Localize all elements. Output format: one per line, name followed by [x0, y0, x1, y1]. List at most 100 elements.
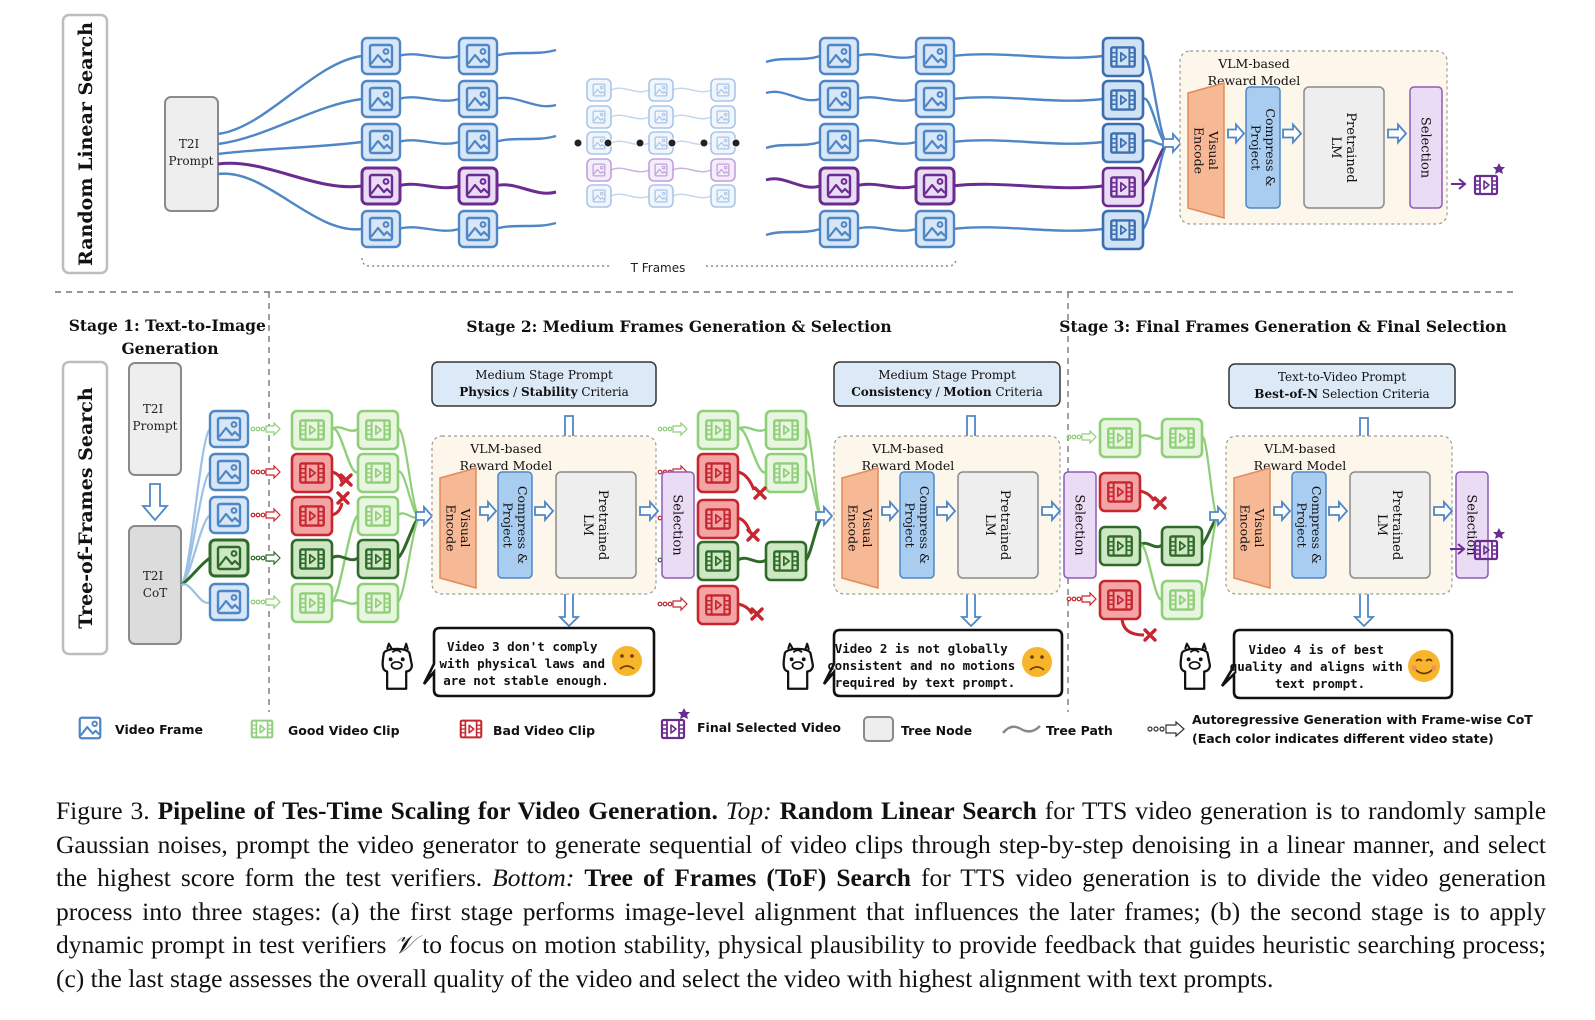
video-clip-icon: [1101, 209, 1145, 251]
pretrained-lm-label: PretrainedLM: [1328, 112, 1358, 182]
caption-part2: for TTS video generation is to divide th…: [56, 863, 1546, 959]
stage3-title: Stage 3: Final Frames Generation & Final…: [1059, 317, 1506, 336]
stage2-prompt-b-line2: Consistency / Motion Criteria: [851, 385, 1043, 399]
tree-path: [737, 427, 767, 474]
selection-block: [661, 471, 695, 579]
faded-video-frame-icon: [648, 78, 674, 102]
bubble-b-line2: consistent and no motions: [827, 658, 1015, 673]
bad-video-clip-icon: [1098, 579, 1142, 621]
faded-video-frame-icon: [710, 105, 736, 129]
tree-path: [951, 53, 1104, 59]
bubble-c-line2: quality and aligns with: [1230, 659, 1403, 674]
video-clip-icon: [1101, 166, 1145, 208]
good-video-clip-icon: [356, 538, 400, 580]
llama-icon: [381, 642, 414, 691]
selection-block: [1063, 471, 1097, 579]
faded-tree-path: [672, 167, 712, 173]
frame-icons-bottom: [208, 409, 1376, 642]
visual-encode-block: [1233, 467, 1271, 589]
tree-path: [855, 96, 917, 102]
visual-encode-label: VisualEncode: [1191, 127, 1221, 174]
ellipsis-dot: [635, 138, 645, 148]
caption-tof: Tree of Frames (ToF) Search: [584, 863, 911, 892]
stage1-cot-line1: T2I: [143, 569, 164, 583]
visual-encode-block: [1187, 82, 1225, 219]
compress-project-block: [1291, 471, 1327, 579]
faded-tree-path: [610, 140, 650, 146]
tree-of-frames-panel: Tree-of-Frames Search Stage 1: Text-to-I…: [61, 316, 1507, 700]
flow-arrow: [815, 504, 834, 528]
faded-video-frame-icon: [710, 78, 736, 102]
stage3-prompt: Text-to-Video Prompt Best-of-N Selection…: [1228, 363, 1456, 409]
bad-video-clip-icon: [1098, 471, 1142, 513]
tree-path: [765, 90, 821, 102]
stage1-prompt-line2: Prompt: [133, 419, 178, 433]
tree-path: [217, 161, 363, 189]
speech-bubble-c: Video 4 is of best quality and aligns wi…: [1220, 628, 1454, 700]
good-video-clip-icon: [356, 452, 400, 494]
tree-path: [951, 226, 1104, 232]
t2i-prompt-node-bottom: [128, 362, 182, 476]
speech-bubble-a: Video 3 don't comply with physical laws …: [422, 626, 656, 698]
stage1-prompt-line1: T2I: [143, 402, 164, 416]
good-clip-icon: [250, 719, 274, 739]
tree-path: [494, 221, 557, 231]
reject-x-icon: [753, 486, 767, 500]
svg-text:T2I Prompt: T2I Prompt: [169, 137, 214, 168]
good-video-clip-icon: [290, 409, 334, 451]
t2i-prompt-line2: Prompt: [169, 154, 214, 168]
bad-video-clip-icon: [696, 498, 740, 540]
autoregressive-marker: [657, 421, 688, 437]
flow-arrow: [1433, 499, 1454, 523]
tree-path: [765, 140, 821, 150]
final-video-top: [1451, 163, 1505, 196]
tree-path: [397, 515, 421, 603]
stage2-prompt-b-line1: Medium Stage Prompt: [878, 368, 1016, 382]
visual-encode-block: [439, 467, 477, 589]
flow-arrow: [1209, 504, 1228, 528]
legend-final-video: Final Selected Video: [697, 720, 841, 735]
flow-arrow: [1227, 122, 1246, 145]
legend-good-clip: Good Video Clip: [288, 723, 400, 738]
video-frame-icon: [360, 209, 402, 249]
tree-paths-top: [217, 48, 1170, 237]
good-video-clip-icon: [764, 409, 808, 451]
autoregressive-marker: [250, 421, 281, 437]
tree-node-icon: [863, 716, 894, 742]
bubble-b-line3: required by text prompt.: [835, 675, 1016, 690]
tree-path: [331, 427, 359, 474]
tree-path: [1139, 434, 1163, 440]
svg-text:Stage 1: Text-to-Image G: Stage 1: Text-to-Image Generation: [69, 316, 272, 358]
autoregressive-marker: [657, 596, 688, 612]
pipeline-diagram: Random Linear Search T2I Prompt T Frames…: [55, 13, 1533, 746]
video-frame-icon: [457, 79, 499, 119]
tree-path: [765, 54, 821, 64]
legend-video-frame: Video Frame: [115, 722, 203, 737]
visual-encode-label: VisualEncode: [1237, 504, 1267, 551]
visual-encode-label: VisualEncode: [443, 504, 473, 551]
legend-tree-node: Tree Node: [901, 723, 972, 738]
caption-bottom-label: Bottom:: [492, 863, 575, 892]
faded-tree-path: [610, 87, 650, 93]
bubble-a-line2: with physical laws and: [439, 656, 605, 671]
compress-project-label: Compress &Project: [1294, 486, 1324, 564]
faded-video-frame-icon: [586, 158, 612, 182]
smile-face-icon: [1408, 650, 1440, 682]
tree-path: [855, 139, 917, 145]
tree-path: [217, 140, 363, 156]
good-video-clip-icon: [764, 540, 808, 582]
video-clip-icon: [1101, 122, 1145, 164]
video-frame-icon: [208, 452, 250, 492]
flow-arrow: [936, 499, 957, 523]
compress-project-label: Compress &Project: [902, 486, 932, 564]
selection-label: Selection: [1463, 494, 1478, 556]
flow-arrow: [1387, 122, 1408, 145]
video-frame-icon: [457, 36, 499, 76]
ellipsis-dot: [667, 138, 677, 148]
stage1-cot-line2: CoT: [143, 586, 167, 600]
flow-arrow: [1162, 131, 1183, 155]
faded-video-frame-icon: [710, 131, 736, 155]
flow-arrow: [881, 499, 900, 523]
tree-path: [397, 53, 460, 59]
good-video-clip-icon: [356, 409, 400, 451]
